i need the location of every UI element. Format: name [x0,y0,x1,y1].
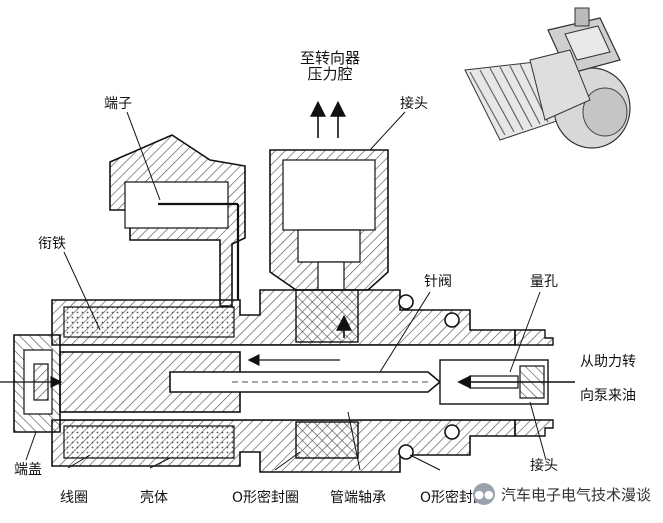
label-tube-bearing: 管端轴承 [330,490,386,506]
label-end-cap: 端盖 [14,462,42,478]
tube-bearing [295,289,359,459]
label-o-ring-1: O形密封圈 [232,490,300,506]
label-needle-valve: 针阀 [424,274,452,290]
valve-3d-render [464,7,631,149]
label-terminal: 端子 [104,96,132,112]
leader-lines [25,111,547,471]
label-orifice: 量孔 [530,274,558,290]
label-fitting-top: 接头 [400,96,428,112]
label-coil: 线圈 [60,490,88,506]
top-fitting [269,149,389,291]
label-from-pump-line2: 向泵来油 [580,388,636,404]
o-rings [398,294,460,460]
label-housing: 壳体 [140,490,168,506]
end-cap [0,334,63,433]
label-fitting-right: 接头 [530,458,558,474]
wechat-icon: ●● [472,483,495,505]
label-o-ring-2: O形密封圈 [420,490,488,506]
terminal-connector [109,134,246,307]
watermark: ●● 汽车电子电气技术漫谈 [472,483,651,505]
label-from-pump-line1: 从助力转 [580,354,636,370]
needle-valve-shaft [169,371,442,393]
label-to-steering-chamber: 至转向器 压力腔 [299,49,360,83]
watermark-text: 汽车电子电气技术漫谈 [500,485,651,504]
flow-arrows-up [310,100,346,138]
label-armature: 衔铁 [38,236,66,252]
